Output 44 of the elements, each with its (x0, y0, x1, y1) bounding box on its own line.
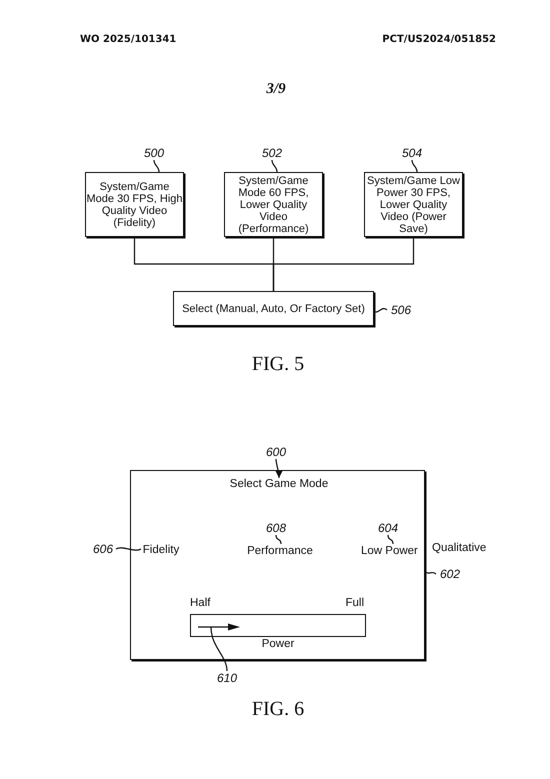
header-text: WO 2025/101341 (80, 34, 176, 45)
leader-line (275, 534, 282, 544)
screen-title: Select Game Mode (226, 477, 332, 491)
header-text: PCT/US2024/051852 (382, 34, 496, 45)
reference-numeral: 600 (262, 445, 290, 459)
reference-numeral: 502 (258, 146, 286, 160)
leader-line (424, 570, 436, 574)
leader-line (374, 308, 388, 312)
box-text: System/Game Mode 30 FPS, High Quality Video (Fidelity) (86, 180, 183, 228)
mode-box (224, 172, 323, 237)
leader-line (387, 534, 394, 544)
leader-line (116, 547, 142, 551)
leader-line (271, 160, 278, 172)
box-text: System/Game Mode 60 FPS, Lower Quality Video (Performance) (237, 174, 310, 234)
leader-line (275, 458, 282, 478)
scale-label: Full (345, 597, 364, 609)
slider-bar (190, 614, 366, 637)
reference-numeral: 604 (375, 521, 401, 535)
reference-numeral: 500 (140, 146, 168, 160)
leader-line (411, 160, 418, 172)
mode-box (85, 172, 184, 237)
reference-numeral: 506 (387, 303, 415, 317)
mode-option: Low Power (361, 544, 417, 558)
leader-line (210, 626, 228, 672)
mode-option: Performance (246, 544, 314, 558)
reference-numeral: 602 (436, 567, 464, 581)
reference-numeral: 606 (90, 542, 116, 556)
select-box (173, 291, 374, 326)
figure-caption: FIG. 5 (252, 353, 304, 376)
axis-label: Qualitative (432, 542, 486, 554)
reference-numeral: 504 (398, 146, 426, 160)
reference-numeral: 610 (213, 671, 241, 685)
leader-line (153, 160, 160, 172)
box-text: Select (Manual, Auto, Or Factory Set) (182, 302, 365, 314)
arrow-symbol (198, 622, 240, 632)
mode-option: Fidelity (141, 543, 181, 557)
box-text: System/Game Low Power 30 FPS, Lower Quality Video (Power Save) (366, 174, 461, 234)
slider-label: Power (262, 638, 294, 650)
scale-label: Half (190, 597, 210, 609)
page-number: 3/9 (266, 81, 286, 98)
connector-line (272, 237, 414, 291)
reference-numeral: 608 (263, 521, 289, 535)
screen-frame (130, 470, 425, 660)
figure-caption: FIG. 6 (252, 698, 304, 721)
